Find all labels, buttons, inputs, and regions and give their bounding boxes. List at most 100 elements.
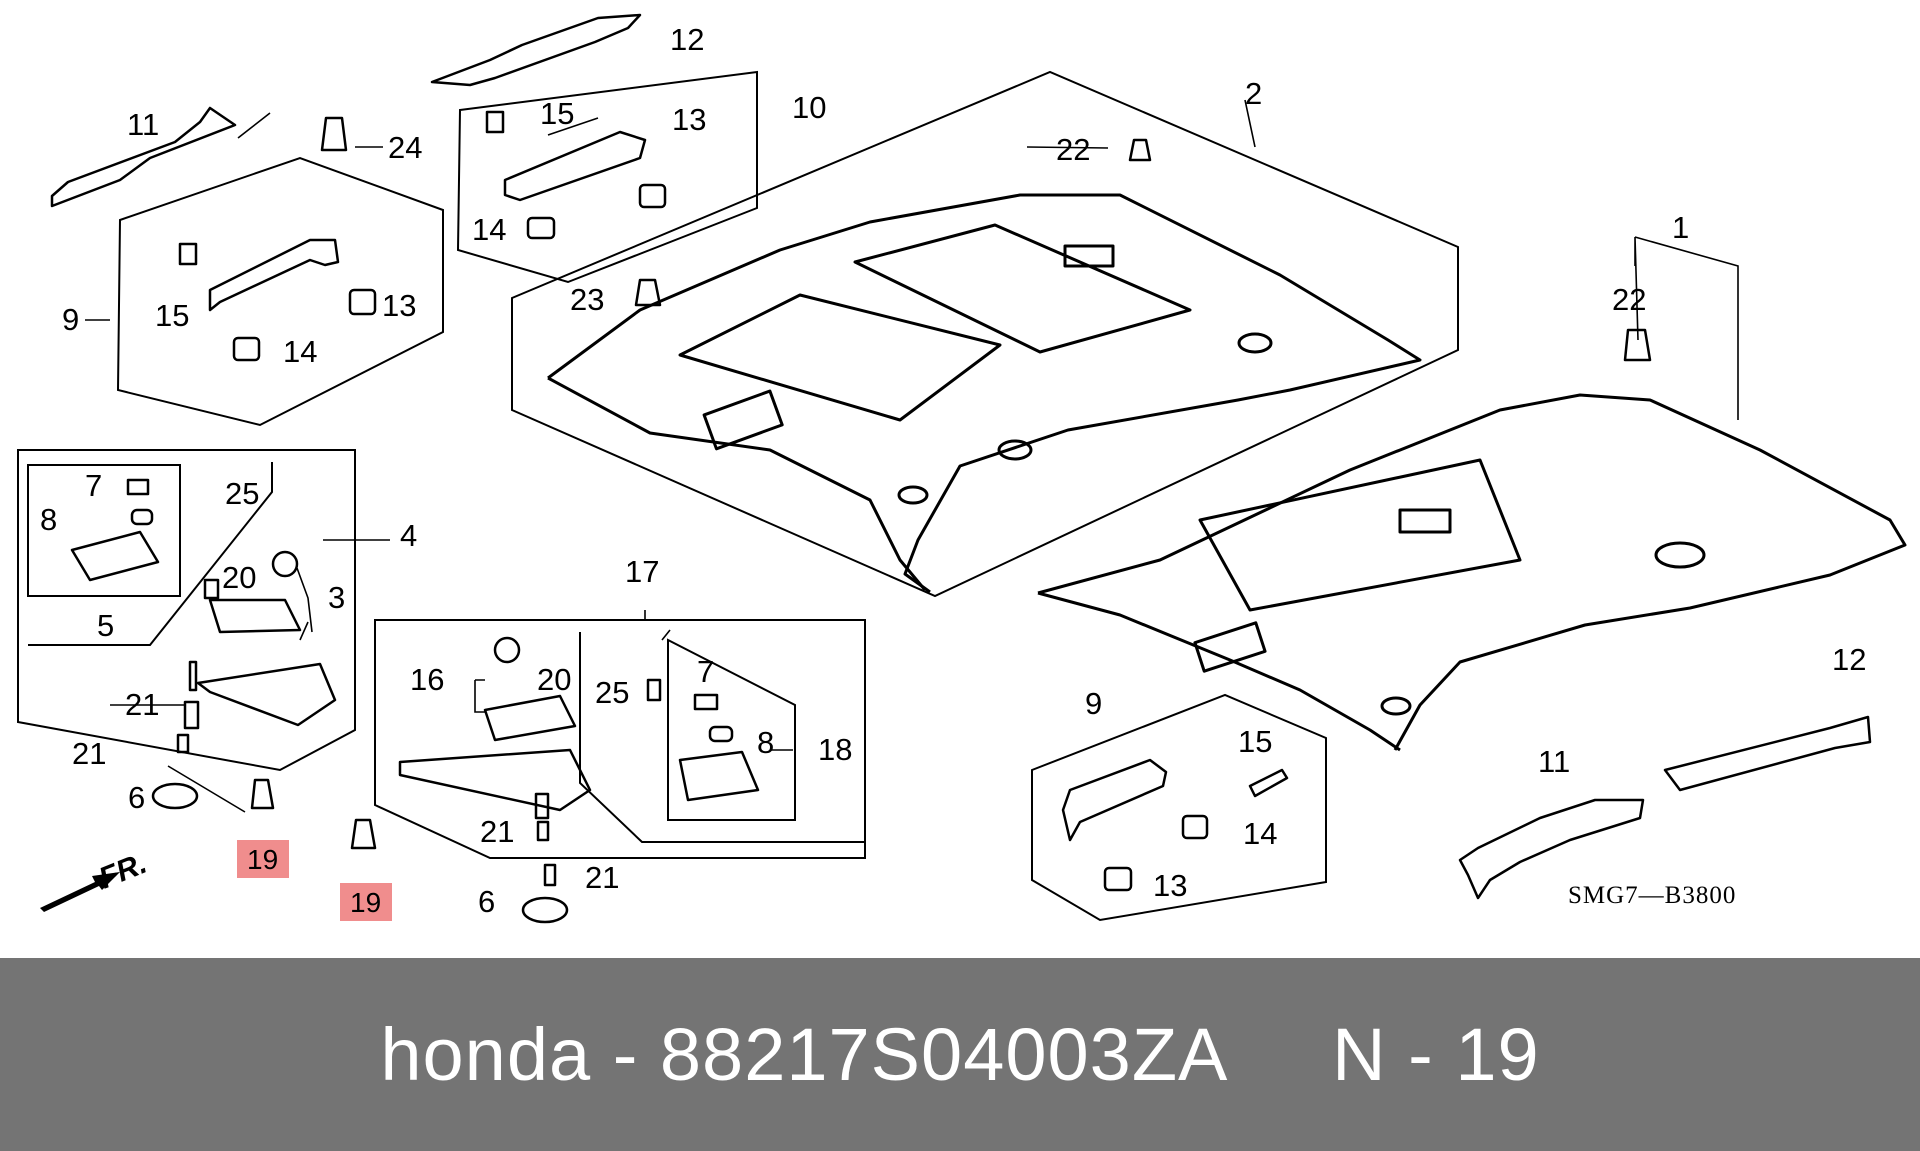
callout-9-right: 9 xyxy=(1085,686,1102,721)
callout-7-left: 7 xyxy=(85,468,102,503)
callout-16: 16 xyxy=(410,662,444,697)
callout-10: 10 xyxy=(792,90,826,125)
bracket-12-right xyxy=(1663,715,1872,792)
sunroof-opening-rear xyxy=(853,223,1192,354)
small-parts xyxy=(50,13,1872,924)
group-18-inner-line xyxy=(579,632,865,843)
clip-22-right xyxy=(1623,328,1652,362)
map-light-opening-2 xyxy=(1063,244,1115,268)
callout-21-left-a: 21 xyxy=(125,687,159,722)
sunvisor-left xyxy=(196,662,337,727)
dome-light-opening-2 xyxy=(702,389,784,451)
callout-14-top: 14 xyxy=(472,212,506,247)
callout-21-left-b: 21 xyxy=(72,736,106,771)
clip-13-left xyxy=(348,288,377,316)
caption-separator: - xyxy=(591,1013,660,1096)
clip-13-top xyxy=(638,183,667,209)
callout-12-right: 12 xyxy=(1832,642,1866,677)
callout-5: 5 xyxy=(97,608,114,643)
highlight-19-left-box xyxy=(237,840,289,878)
roof-headliner-2 xyxy=(547,193,1422,594)
clip-14-right xyxy=(1181,814,1209,840)
callout-21-right-a: 21 xyxy=(480,814,514,849)
callout-labels: 11 12 24 15 13 10 14 2 22 9 15 13 14 23 … xyxy=(40,22,1866,919)
headliner-2-outline xyxy=(547,193,1422,594)
callout-9-left: 9 xyxy=(62,302,79,337)
callout-14-right: 14 xyxy=(1243,816,1277,851)
group-5-boundary xyxy=(27,464,181,597)
callout-25-left: 25 xyxy=(225,476,259,511)
reference-number: 19 xyxy=(1455,1013,1540,1096)
leader-lines-sunvisor-left xyxy=(110,539,390,813)
front-arrow-icon xyxy=(40,872,120,912)
clip-hole-1a xyxy=(1380,696,1412,716)
holder-19-right xyxy=(350,818,377,850)
clip-hole-2b xyxy=(997,439,1033,461)
highlight-19-left-label: 19 xyxy=(247,844,278,875)
cover-15-right xyxy=(1248,768,1289,798)
leader-lines-sunvisor-right xyxy=(474,610,793,751)
roof-headliner-1 xyxy=(1037,393,1907,752)
callout-2: 2 xyxy=(1245,76,1262,111)
callout-15-left: 15 xyxy=(155,298,189,333)
callout-18: 18 xyxy=(818,732,852,767)
group-2-boundary xyxy=(511,70,1459,598)
leader-lines xyxy=(85,99,1739,813)
cap-20-right xyxy=(493,636,521,664)
clip-7-left xyxy=(126,478,150,496)
part-number: 88217S04003ZA xyxy=(659,1013,1225,1096)
callout-15-top: 15 xyxy=(540,96,574,131)
bracket-11-top xyxy=(50,106,237,208)
headliner-1-outline xyxy=(1037,393,1907,751)
leader-lines-top xyxy=(85,99,1256,321)
clip-13-right xyxy=(1103,866,1133,892)
callout-14-left: 14 xyxy=(283,334,317,369)
callout-8-right: 8 xyxy=(757,725,774,760)
screws-21-left xyxy=(176,660,200,754)
callout-13-left: 13 xyxy=(382,288,416,323)
clip-hole-2a xyxy=(897,485,929,505)
highlight-19-right-label: 19 xyxy=(350,887,381,918)
pin-8-right xyxy=(708,725,734,743)
front-direction-label: FR. xyxy=(94,847,151,896)
clip-22-top xyxy=(1128,138,1152,162)
callout-6-left: 6 xyxy=(128,780,145,815)
group-4-boundary xyxy=(17,449,356,772)
group-5-extended-line xyxy=(28,462,273,646)
vanity-mirror-lid-18 xyxy=(678,750,760,802)
group-9-right-boundary xyxy=(1031,693,1327,922)
bolt-24 xyxy=(320,116,348,152)
parts-diagram: FR. 11 12 24 15 13 10 14 2 22 9 15 13 14… xyxy=(17,13,1907,924)
callout-25-right: 25 xyxy=(595,675,629,710)
callout-22-top: 22 xyxy=(1056,132,1090,167)
grab-handle-recess-1 xyxy=(1654,541,1706,569)
bracket-11-right xyxy=(1458,798,1645,900)
sunroof-opening-front xyxy=(678,293,1002,422)
holder-19-left xyxy=(250,778,275,810)
callout-12-top: 12 xyxy=(670,22,704,57)
callout-3: 3 xyxy=(328,580,345,615)
callout-7-right: 7 xyxy=(697,654,714,689)
grommet-6-right xyxy=(521,896,569,924)
front-direction-indicator: FR. xyxy=(40,847,152,912)
group-17-boundary xyxy=(374,619,866,859)
screw-25-right xyxy=(646,678,662,702)
pin-8-left xyxy=(130,508,154,526)
callout-23: 23 xyxy=(570,282,604,317)
grommet-6-left xyxy=(151,782,199,810)
headliner-2-lower-edge xyxy=(547,376,927,591)
clip-hole-2c xyxy=(1237,332,1273,354)
leader-lines-roof xyxy=(1634,236,1739,420)
diagram-code: SMG7—B3800 xyxy=(1568,882,1736,909)
bracket-12-top xyxy=(430,13,642,87)
callout-20-right: 20 xyxy=(537,662,571,697)
headliner-1-lower-edge xyxy=(1037,591,1401,752)
callout-11-top: 11 xyxy=(127,107,159,142)
group-9-left-boundary xyxy=(116,156,444,427)
callout-13-top: 13 xyxy=(672,102,706,137)
cover-15-left xyxy=(178,242,198,266)
clip-7-right xyxy=(693,693,719,711)
vanity-mirror-lid-16 xyxy=(483,694,577,742)
cover-15-top xyxy=(485,110,505,134)
sunvisor-right xyxy=(398,748,592,812)
